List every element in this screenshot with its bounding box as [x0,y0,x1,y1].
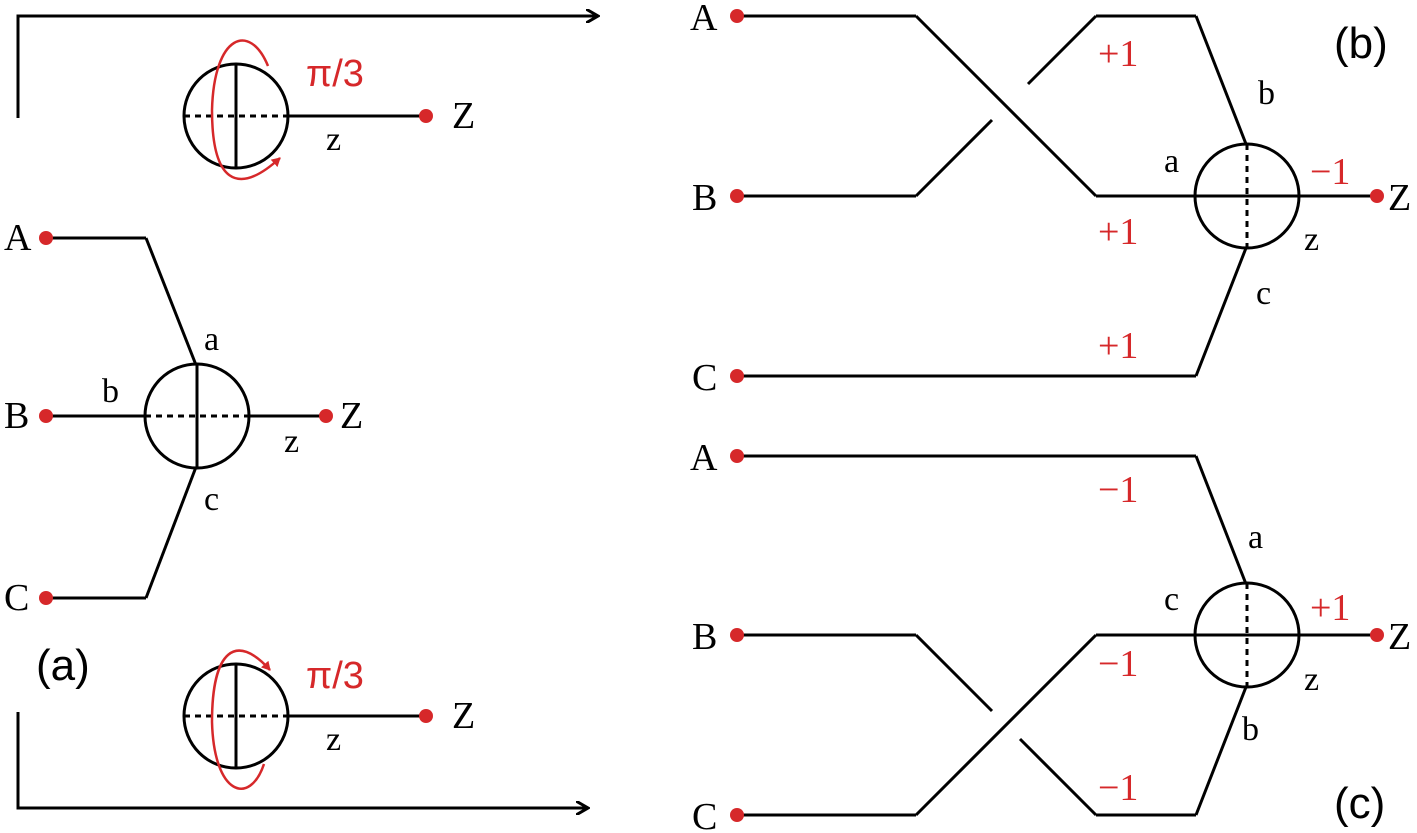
wire-b-to-junction [1194,15,1248,145]
terminal-dot-b [39,409,53,423]
terminal-label-z: Z [340,395,363,437]
wire-c-diagonal [914,633,1098,817]
sign-z: +1 [1310,587,1350,629]
terminal-dot-b [730,628,744,642]
panel-tag-a: (a) [36,641,90,690]
terminal-dot-c [39,591,53,605]
port-label-a: a [1164,143,1179,180]
rotation-angle-label: π/3 [306,655,364,697]
terminal-dot-a [730,9,744,23]
port-label-a: a [1248,519,1263,556]
rotation-arrow-icon [210,39,281,181]
rotation-bottom: π/3 z Z [16,649,588,808]
wire-c-diagonal [144,466,198,599]
port-label-c: c [1164,581,1179,618]
terminal-dot-z [419,709,433,723]
sign-mid: +1 [1098,211,1138,253]
terminal-label-z: Z [1388,616,1411,658]
arrow-top [16,16,598,118]
panel-a: A B C Z a b c z (a) [4,217,363,690]
sign-top: −1 [1098,469,1138,511]
panel-tag-c: (c) [1334,779,1385,828]
port-label-z: z [326,721,341,758]
terminal-label-c: C [692,357,717,399]
terminal-label-z: Z [1388,177,1411,219]
wire-b-to-junction [1194,686,1248,816]
wire-b-diagonal-lower [1018,737,1098,817]
sign-low: −1 [1098,767,1138,809]
terminal-label-a: A [4,217,32,259]
port-label-b: b [1258,75,1275,112]
terminal-dot-b [730,189,744,203]
wire-b-diagonal-upper [1026,14,1098,86]
port-label-z: z [1304,661,1319,698]
panel-b: A B C Z a b c z +1 +1 +1 −1 (b) [690,0,1411,399]
wire-a-diagonal [914,14,1098,198]
wire-b-diagonal-lower [914,118,994,198]
port-label-b: b [102,373,119,410]
port-label-c: c [1256,275,1271,312]
terminal-label-c: C [4,577,29,619]
panel-tag-b: (b) [1334,19,1388,68]
wire-c-diagonal [1194,247,1248,377]
sign-low: +1 [1098,325,1138,367]
wire-a-diagonal [1194,455,1248,585]
terminal-label-a: A [690,437,718,479]
terminal-dot-a [730,449,744,463]
rotation-arrow-icon [210,649,271,790]
port-label-a: a [204,321,219,358]
terminal-label-b: B [692,616,717,658]
rotation-angle-label: π/3 [306,53,364,95]
terminal-dot-c [730,808,744,822]
wire-a-diagonal [144,237,198,366]
terminal-label-a: A [690,0,718,39]
sign-z: −1 [1310,151,1350,193]
port-label-b: b [1242,711,1259,748]
port-label-z: z [284,423,299,460]
port-label-z: z [1304,221,1319,258]
sign-top: +1 [1098,33,1138,75]
port-label-z: z [326,121,341,158]
terminal-dot-c [730,369,744,383]
port-label-c: c [204,481,219,518]
rotation-top: π/3 z Z [16,16,598,181]
terminal-label-z: Z [452,95,475,137]
terminal-dot-z [1370,628,1384,642]
wire-b-diagonal-upper [914,633,994,713]
arrow-bottom [16,712,588,808]
terminal-dot-z [1370,189,1384,203]
terminal-dot-z [319,409,333,423]
terminal-label-c: C [692,796,717,833]
panel-c: A B C Z a b c z −1 −1 −1 +1 (c) [690,437,1411,833]
sign-mid: −1 [1098,643,1138,685]
terminal-label-z: Z [452,695,475,737]
terminal-dot-z [419,109,433,123]
terminal-label-b: B [4,395,29,437]
terminal-dot-a [39,231,53,245]
terminal-label-b: B [692,177,717,219]
